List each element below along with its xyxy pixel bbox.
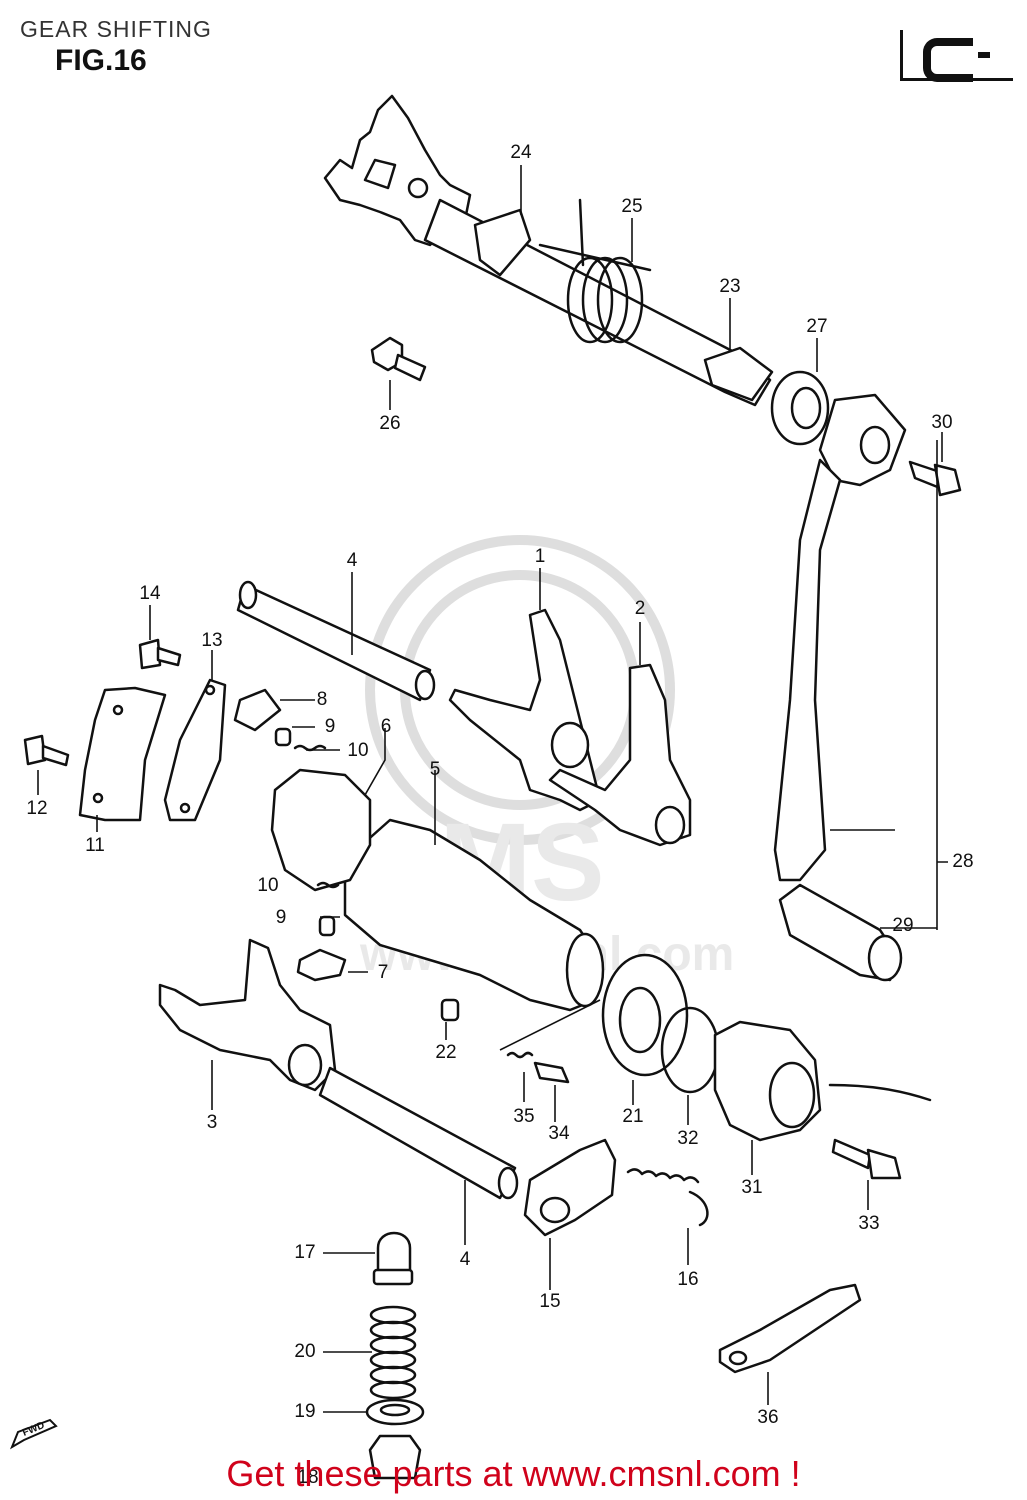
callout-3: 3 xyxy=(206,1112,218,1133)
callout-17: 17 xyxy=(294,1242,316,1263)
callout-1: 1 xyxy=(534,546,546,567)
shift-lever-rubber-part xyxy=(778,883,903,982)
callout-25: 25 xyxy=(621,196,643,217)
callout-15: 15 xyxy=(539,1291,561,1312)
cam-guide-plate-part xyxy=(78,686,167,822)
callout-24: 24 xyxy=(510,142,532,163)
callout-28: 28 xyxy=(952,851,974,872)
cam-stopper-15-part xyxy=(523,1138,617,1237)
callout-6: 6 xyxy=(380,716,392,737)
spring-20-part xyxy=(369,1305,417,1400)
callout-8: 8 xyxy=(316,689,328,710)
pawl-8-part xyxy=(233,688,282,732)
callout-9-top: 9 xyxy=(324,716,336,737)
callout-21: 21 xyxy=(622,1106,644,1127)
callout-13: 13 xyxy=(201,630,223,651)
spring-10-bottom-part xyxy=(316,881,340,889)
oil-seal-part xyxy=(770,370,830,446)
callout-27: 27 xyxy=(806,316,828,337)
washer-19-part xyxy=(365,1398,425,1426)
bolt-30-part xyxy=(908,460,962,497)
callout-12: 12 xyxy=(26,798,48,819)
plunger-34-part xyxy=(533,1061,570,1084)
shift-fork-2-part xyxy=(548,663,692,847)
bolt-33-part xyxy=(831,1138,902,1180)
callout-34: 34 xyxy=(548,1123,570,1144)
spring-35-part xyxy=(506,1051,534,1059)
callout-4-bottom: 4 xyxy=(459,1249,471,1270)
leader-lines xyxy=(37,165,948,1413)
callout-20: 20 xyxy=(294,1341,316,1362)
callout-32: 32 xyxy=(677,1128,699,1149)
gearshift-lever-part xyxy=(773,393,907,882)
pin-22-part xyxy=(440,998,460,1022)
callout-16: 16 xyxy=(677,1269,699,1290)
callout-9-bottom: 9 xyxy=(275,907,287,928)
plug-18-part xyxy=(368,1434,422,1480)
pawl-7-part xyxy=(296,948,347,982)
callout-26: 26 xyxy=(379,413,401,434)
callout-35: 35 xyxy=(513,1106,535,1127)
cam-driven-gear-part xyxy=(270,768,372,892)
pin-9-bottom-part xyxy=(318,915,336,937)
callout-10-top: 10 xyxy=(347,740,369,761)
callout-10-bottom: 10 xyxy=(257,875,279,896)
callout-11: 11 xyxy=(85,835,105,856)
return-spring-part xyxy=(538,198,652,344)
fork-shaft-bottom-part xyxy=(318,1066,519,1200)
callout-5: 5 xyxy=(429,759,441,780)
callout-2: 2 xyxy=(634,598,646,619)
callout-33: 33 xyxy=(858,1213,880,1234)
callout-19: 19 xyxy=(294,1401,316,1422)
screw-12-part xyxy=(23,734,70,767)
fork-shaft-top-part xyxy=(236,580,436,702)
callout-31: 31 xyxy=(741,1177,763,1198)
neutral-switch-part xyxy=(713,1020,932,1142)
figure-label: FIG.16 xyxy=(55,44,147,77)
cam-stopper-spring-16-part xyxy=(626,1168,709,1227)
washer-21-part xyxy=(601,953,689,1077)
callout-23: 23 xyxy=(719,276,741,297)
shift-fork-3-part xyxy=(158,938,337,1092)
callout-29: 29 xyxy=(892,915,914,936)
corner-section-mark xyxy=(900,30,1013,82)
callout-7: 7 xyxy=(377,962,389,983)
callout-14: 14 xyxy=(139,583,161,604)
callout-36: 36 xyxy=(757,1407,779,1428)
pin-9-top-part xyxy=(274,727,292,747)
pawl-lifter-plate-part xyxy=(163,678,227,822)
shift-fork-1-part xyxy=(448,608,602,812)
bracket-36-part xyxy=(718,1283,862,1374)
screw-14-part xyxy=(138,638,182,670)
callout-22: 22 xyxy=(435,1042,457,1063)
page-title: GEAR SHIFTING xyxy=(20,16,212,42)
footer-link-text[interactable]: Get these parts at www.cmsnl.com ! xyxy=(226,1453,801,1494)
gearshift-cam-part xyxy=(343,818,605,1012)
forward-direction-marker: FWD xyxy=(9,1418,58,1450)
neutral-bulb-17-part xyxy=(372,1231,414,1286)
callout-18: 18 xyxy=(297,1467,319,1488)
bolt-26-part xyxy=(370,336,427,382)
callout-4-top: 4 xyxy=(346,550,358,571)
callout-30: 30 xyxy=(931,412,953,433)
